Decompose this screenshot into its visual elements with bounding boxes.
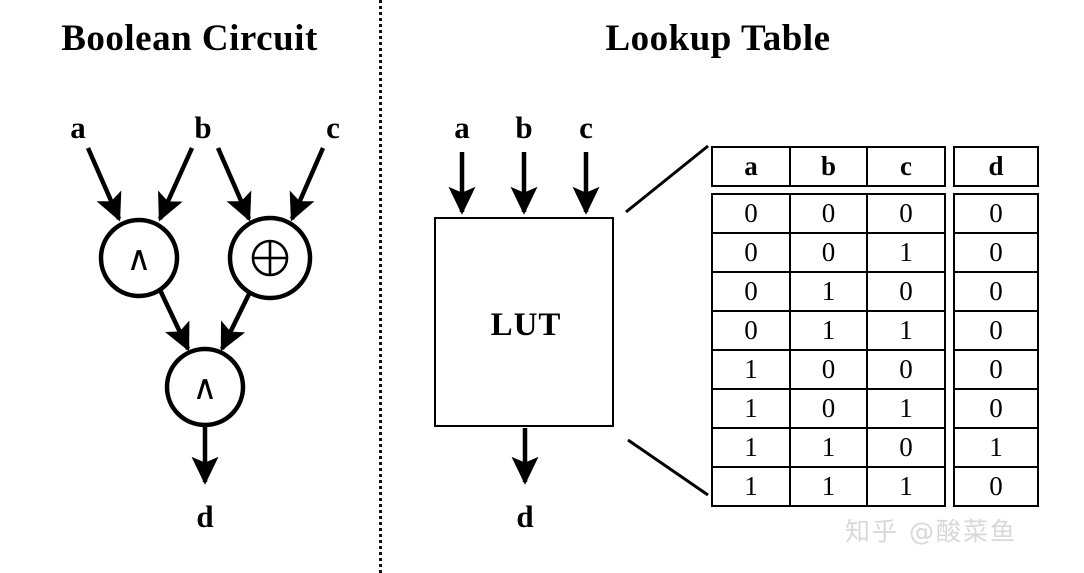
header-cell-b: b [789, 146, 866, 187]
panel-divider [379, 0, 382, 573]
wire-c-to-xor [289, 147, 326, 222]
circuit-input-label-b: b [194, 110, 212, 145]
lookup-table-title: Lookup Table [605, 18, 831, 59]
lut-block[interactable]: LUT [434, 217, 614, 427]
wire-xor-to-and2 [219, 291, 253, 352]
cell-c: 1 [866, 466, 946, 507]
cell-b: 0 [789, 193, 866, 232]
cell-d: 0 [953, 388, 1039, 427]
cell-column-gap [946, 193, 953, 232]
cell-column-gap [946, 310, 953, 349]
cell-c: 0 [866, 427, 946, 466]
cell-b: 1 [789, 271, 866, 310]
header-cell-c: c [866, 146, 946, 187]
and-gate-2-symbol: ∧ [193, 370, 218, 407]
wire-and1-to-and2 [157, 289, 191, 352]
cell-c: 1 [866, 388, 946, 427]
xor-gate-symbol [251, 239, 289, 277]
and-gate-1-symbol: ∧ [127, 241, 152, 278]
cell-a: 1 [711, 427, 789, 466]
cell-d: 0 [953, 349, 1039, 388]
cell-d: 0 [953, 271, 1039, 310]
cell-c: 0 [866, 349, 946, 388]
cell-a: 1 [711, 466, 789, 507]
circuit-output-label-d: d [196, 499, 214, 534]
cell-column-gap [946, 271, 953, 310]
truth-table-header: a b c d [711, 146, 1039, 187]
and-gate-1-circle [98, 217, 180, 299]
cell-column-gap [946, 349, 953, 388]
header-column-gap [946, 146, 953, 187]
cell-a: 1 [711, 388, 789, 427]
cell-column-gap [946, 427, 953, 466]
lut-input-label-c: c [579, 110, 593, 145]
cell-c: 1 [866, 232, 946, 271]
lut-input-label-b: b [515, 110, 533, 145]
wire-b-to-and1 [157, 147, 195, 222]
header-cell-d: d [953, 146, 1039, 187]
cell-c: 1 [866, 310, 946, 349]
cell-b: 0 [789, 388, 866, 427]
cell-a: 0 [711, 193, 789, 232]
wire-a-to-and1 [85, 147, 122, 222]
cell-b: 0 [789, 349, 866, 388]
cell-d: 0 [953, 466, 1039, 507]
table-header-row: a b c d [711, 146, 1039, 187]
cell-c: 0 [866, 193, 946, 232]
cell-a: 1 [711, 349, 789, 388]
callout-line-bottom [627, 438, 709, 497]
cell-a: 0 [711, 232, 789, 271]
cell-a: 0 [711, 271, 789, 310]
lut-input-label-a: a [454, 110, 470, 145]
circuit-input-label-c: c [326, 110, 340, 145]
header-cell-a: a [711, 146, 789, 187]
cell-d: 0 [953, 193, 1039, 232]
cell-d: 0 [953, 232, 1039, 271]
callout-line-top [625, 144, 709, 214]
cell-b: 1 [789, 427, 866, 466]
cell-column-gap [946, 388, 953, 427]
zhihu-watermark: 知乎 @酸菜鱼 [845, 517, 1017, 546]
cell-d: 0 [953, 310, 1039, 349]
cell-b: 0 [789, 232, 866, 271]
cell-b: 1 [789, 466, 866, 507]
wire-b-to-xor [215, 147, 252, 222]
cell-column-gap [946, 232, 953, 271]
cell-d: 1 [953, 427, 1039, 466]
and-gate-2-circle [164, 346, 246, 428]
lut-block-label: LUT [490, 307, 562, 343]
cell-c: 0 [866, 271, 946, 310]
boolean-circuit-title: Boolean Circuit [61, 18, 318, 59]
lut-output-label-d: d [516, 499, 534, 534]
cell-b: 1 [789, 310, 866, 349]
cell-column-gap [946, 466, 953, 507]
circuit-input-label-a: a [70, 110, 86, 145]
cell-a: 0 [711, 310, 789, 349]
